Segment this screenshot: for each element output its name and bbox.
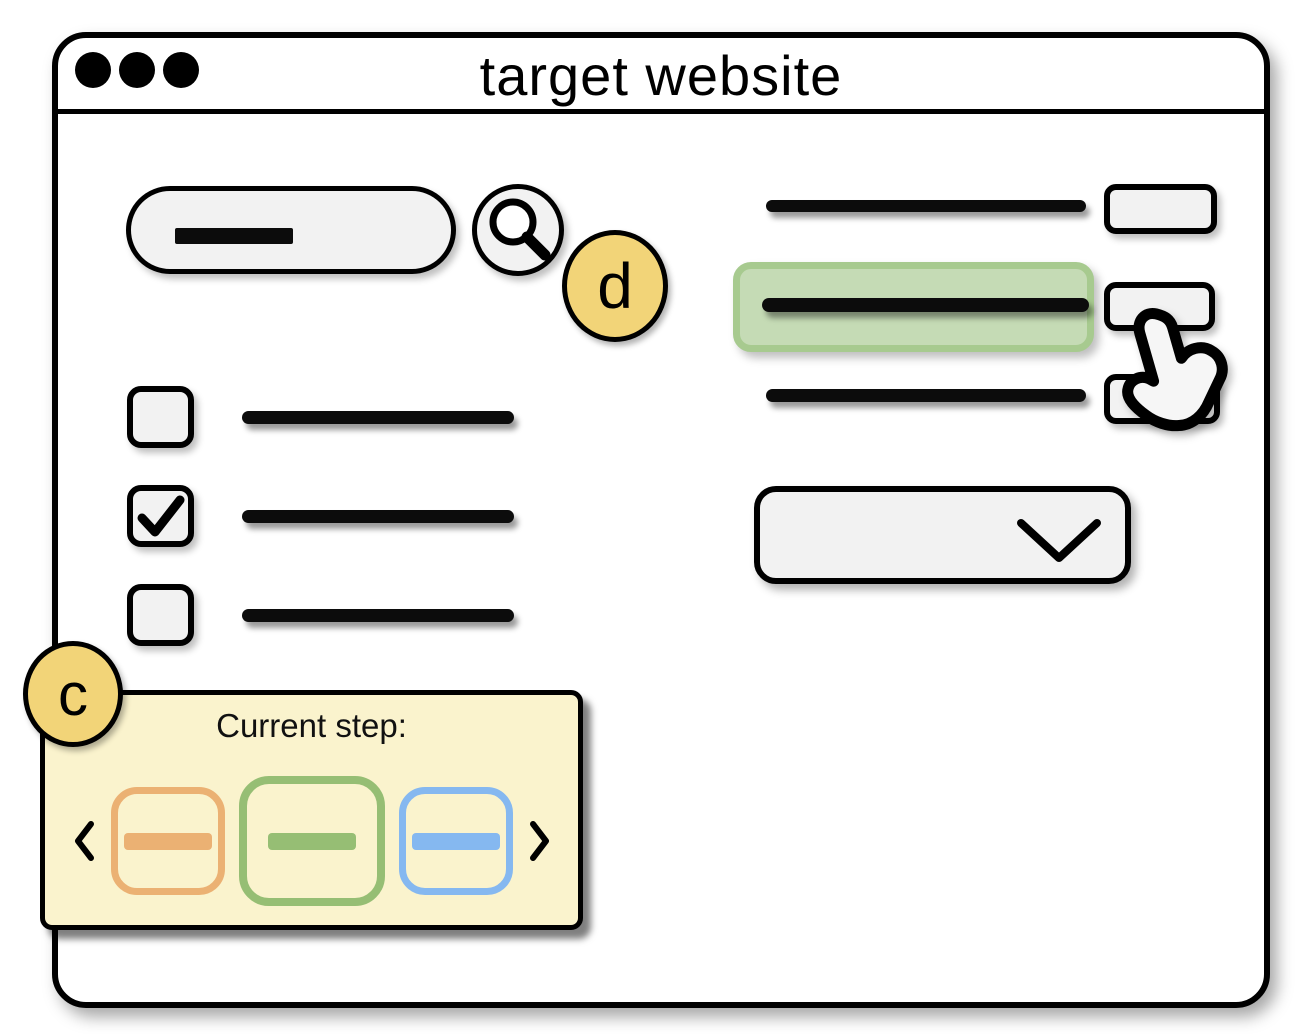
text-line-placeholder xyxy=(242,608,514,622)
checkbox-unchecked[interactable] xyxy=(127,584,194,646)
checkbox-list xyxy=(127,386,514,646)
list-row xyxy=(127,485,514,547)
annotation-badge-d: d xyxy=(562,230,668,342)
window-control-dot[interactable] xyxy=(163,52,199,88)
text-line-placeholder xyxy=(762,298,1089,312)
carousel-prev-button[interactable] xyxy=(71,819,97,863)
window-control-dot[interactable] xyxy=(119,52,155,88)
annotation-badge-c: c xyxy=(23,641,123,747)
text-line-placeholder xyxy=(242,410,514,424)
checkbox-checked[interactable] xyxy=(127,485,194,547)
text-line-placeholder xyxy=(766,389,1086,402)
step-bar-placeholder xyxy=(123,832,212,850)
page-title: target website xyxy=(479,44,843,107)
carousel-next-button[interactable] xyxy=(527,819,553,863)
window-control-dot[interactable] xyxy=(75,52,111,88)
checkmark-icon xyxy=(137,495,184,537)
carousel-items xyxy=(110,776,513,906)
text-line-placeholder xyxy=(242,509,514,523)
step-bar-placeholder xyxy=(411,832,500,850)
window-controls xyxy=(75,52,199,88)
chevron-right-icon xyxy=(529,821,549,861)
step-carousel xyxy=(45,757,578,925)
text-line-placeholder xyxy=(766,200,1086,212)
chevron-left-icon xyxy=(74,821,94,861)
chevron-down-icon xyxy=(1017,519,1101,562)
checkbox-unchecked[interactable] xyxy=(127,386,194,448)
action-button[interactable] xyxy=(1104,184,1217,234)
panel-title: Current step: xyxy=(216,707,407,744)
list-row xyxy=(127,386,514,448)
list-row xyxy=(127,584,514,646)
step-current[interactable] xyxy=(238,776,385,906)
search-text-placeholder xyxy=(175,228,293,244)
search-icon xyxy=(489,198,551,261)
window-titlebar: target website xyxy=(58,38,1264,114)
dropdown-select[interactable] xyxy=(754,486,1131,584)
current-step-panel: Current step: xyxy=(40,690,583,930)
step-previous[interactable] xyxy=(110,787,225,895)
search-button[interactable] xyxy=(472,184,564,276)
step-bar-placeholder xyxy=(267,832,356,850)
search-input[interactable] xyxy=(126,186,456,274)
hand-pointer-cursor xyxy=(1122,307,1228,432)
step-next[interactable] xyxy=(398,787,513,895)
